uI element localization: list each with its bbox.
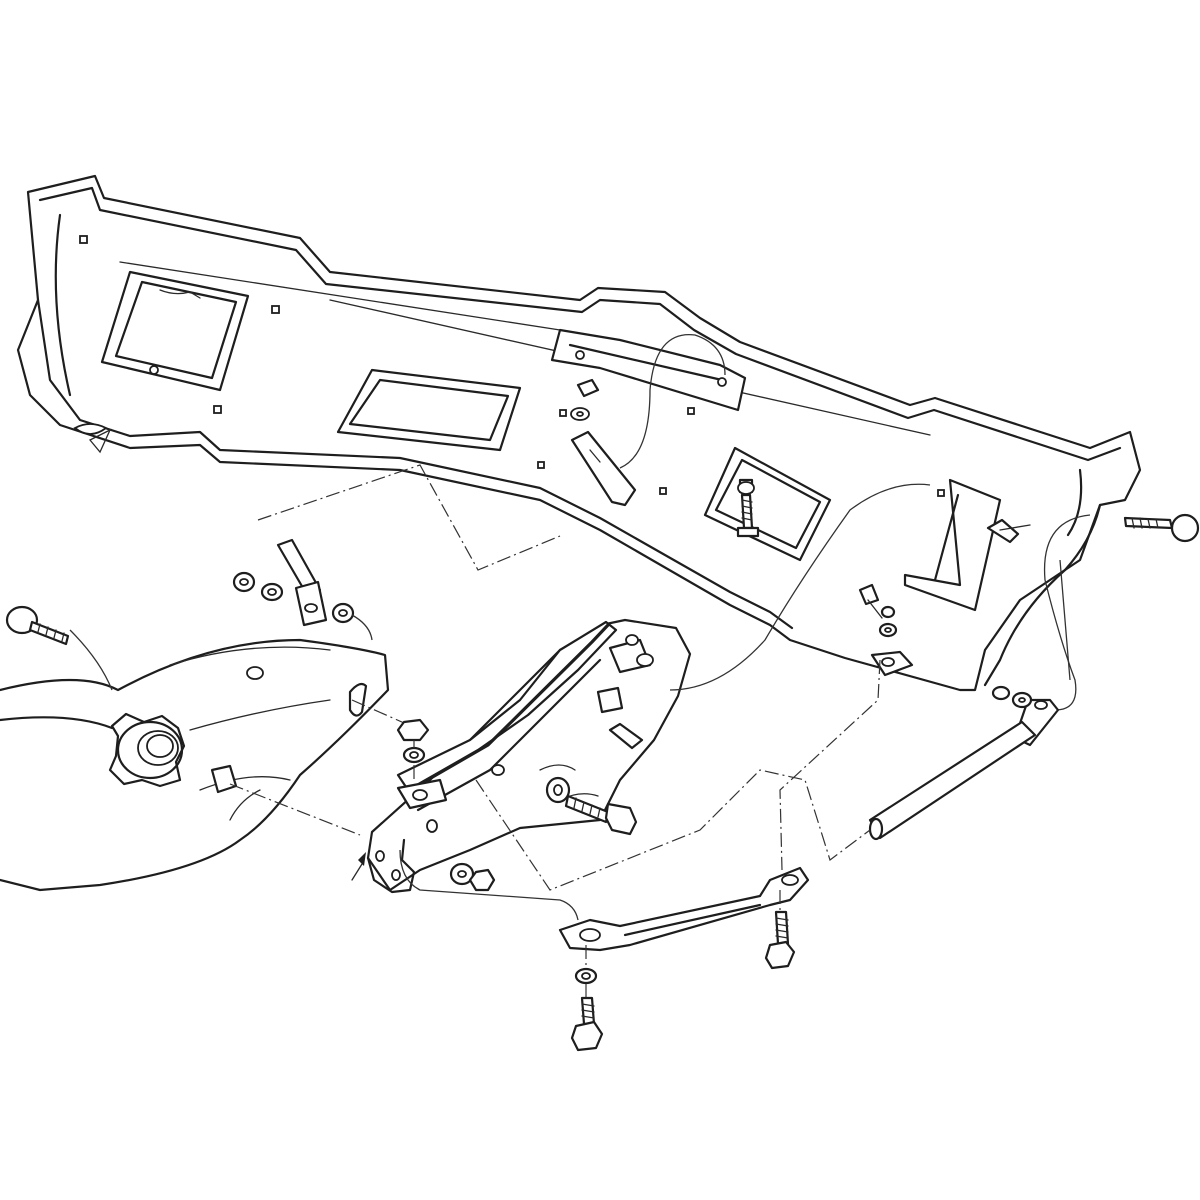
center-strap-assembly bbox=[570, 334, 760, 538]
lower-strap-rod bbox=[399, 849, 810, 1052]
right-bolt-cap bbox=[1123, 513, 1200, 543]
right-mid-fasteners bbox=[779, 583, 914, 871]
hanger-fasteners bbox=[396, 483, 931, 892]
left-bolt bbox=[5, 605, 113, 691]
hanger-bracket bbox=[351, 618, 692, 894]
frame-rail bbox=[0, 638, 421, 892]
skid-plate-shield bbox=[16, 174, 1142, 692]
right-frame-strap bbox=[868, 514, 1091, 841]
left-small-bracket bbox=[232, 464, 561, 641]
